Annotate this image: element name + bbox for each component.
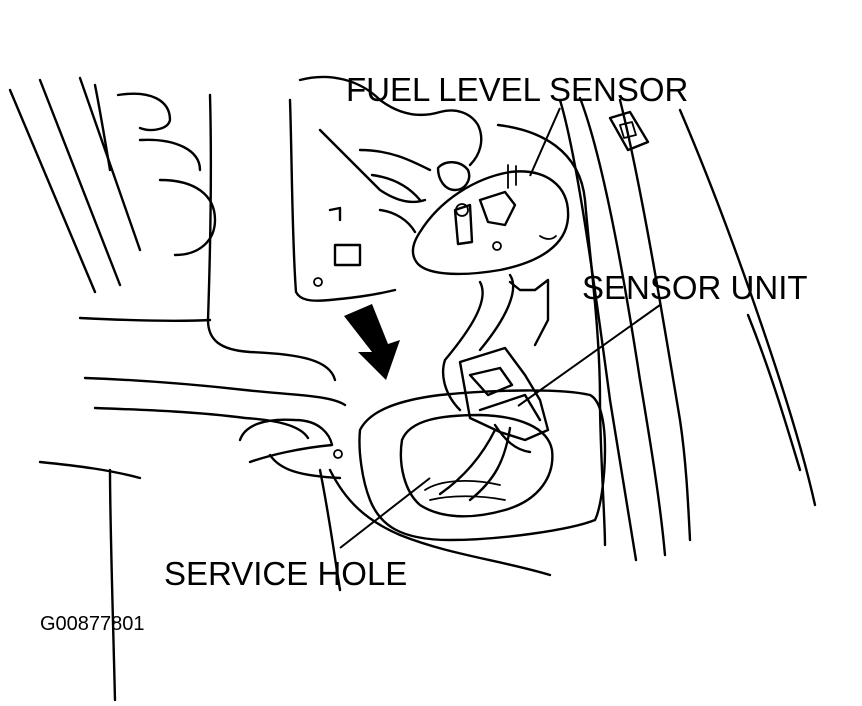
figure-code: G00877801 xyxy=(40,613,145,635)
service-hole xyxy=(328,389,607,577)
label-fuel-level-sensor: FUEL LEVEL SENSOR xyxy=(346,71,688,108)
label-sensor-unit: SENSOR UNIT xyxy=(582,269,808,306)
sensor-unit-assembly xyxy=(438,273,550,502)
fuel-level-sensor-plate xyxy=(411,164,570,276)
tank-body-outlines xyxy=(496,96,817,562)
down-arrow-icon xyxy=(344,304,400,380)
leader-lines xyxy=(339,107,661,549)
label-service-hole: SERVICE HOLE xyxy=(164,555,407,592)
leader-sensor-unit xyxy=(517,304,661,407)
hand-illustration xyxy=(288,75,483,302)
leader-fuel-level-sensor xyxy=(529,107,561,177)
leader-service-hole xyxy=(339,477,431,549)
floor-panel-outlines xyxy=(8,76,347,702)
